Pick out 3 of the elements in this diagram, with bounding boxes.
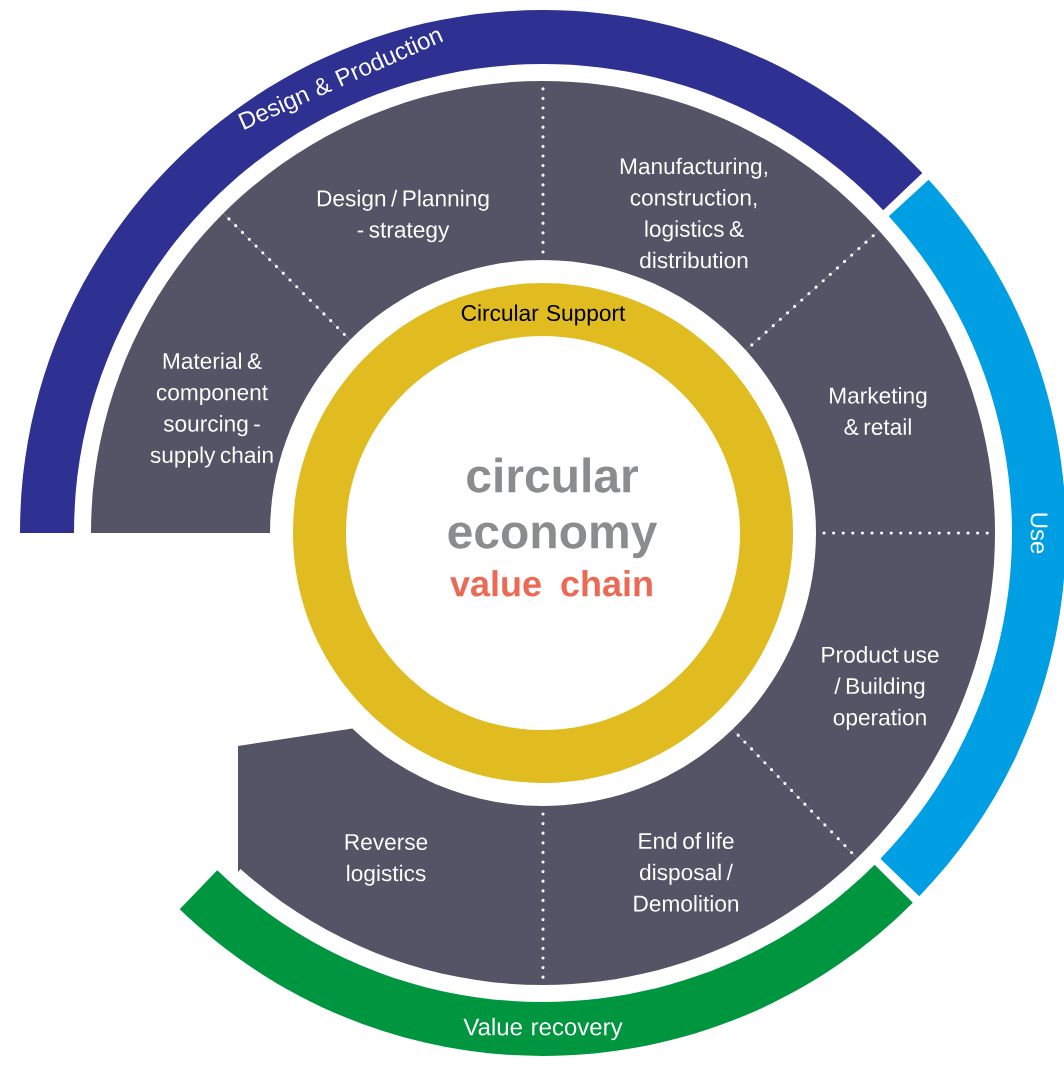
ring-segment: Material & component sourcing - supply chain — [91, 213, 350, 533]
ring-segment: End of life disposal / Demolition — [543, 729, 857, 985]
ring-segment: Reverse logistics — [238, 728, 543, 985]
